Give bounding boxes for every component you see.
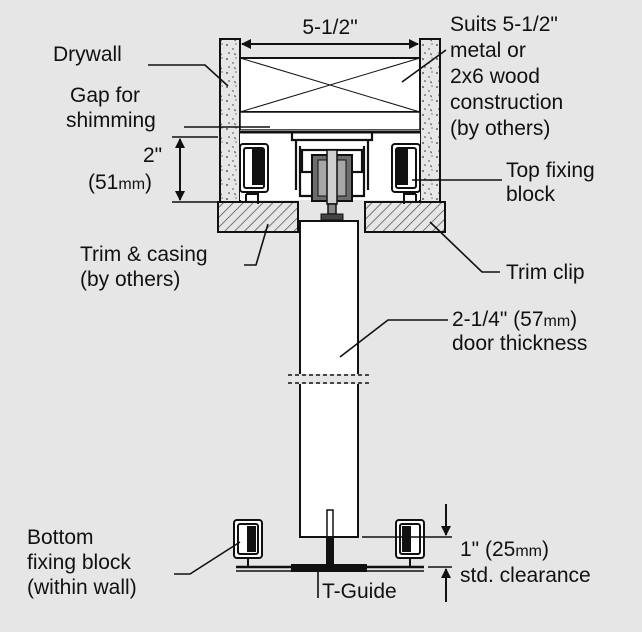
label-suits-line2: metal or bbox=[450, 39, 526, 62]
trim-casing bbox=[217, 193, 446, 233]
dimension-height bbox=[172, 136, 218, 203]
label-width: 5-1/2" bbox=[302, 16, 357, 39]
label-suits-line3: 2x6 wood bbox=[450, 65, 540, 88]
label-clearance-line1: 1" (25mm) bbox=[460, 538, 549, 561]
roller-hanger bbox=[311, 149, 353, 221]
label-bottom-line3: (within wall) bbox=[27, 576, 137, 599]
wall-assembly bbox=[219, 38, 441, 203]
label-height-in: 2" bbox=[143, 144, 162, 167]
label-door-line1: 2-1/4" (57mm) bbox=[452, 308, 577, 331]
label-gap-line2: shimming bbox=[66, 109, 156, 132]
trim-clip-right bbox=[403, 193, 417, 204]
dimension-clearance bbox=[362, 504, 452, 602]
label-clearance-line2: std. clearance bbox=[460, 564, 591, 587]
label-suits-line1: Suits 5-1/2" bbox=[450, 13, 558, 36]
label-height-mm: (51mm) bbox=[88, 171, 152, 194]
leader-door bbox=[339, 319, 448, 358]
leader-trim-clip bbox=[429, 221, 500, 273]
trim-right bbox=[364, 201, 446, 233]
label-suits-line5: (by others) bbox=[450, 117, 550, 140]
leader-lines bbox=[148, 49, 502, 598]
label-trim-line2: (by others) bbox=[80, 268, 180, 291]
trim-clip-left bbox=[245, 193, 259, 204]
label-bottom-line1: Bottom bbox=[27, 526, 94, 549]
drywall-left bbox=[219, 38, 241, 203]
label-bottom-line2: fixing block bbox=[27, 551, 131, 574]
labels: 5-1/2" Drywall Gap for shimming Suits 5-… bbox=[27, 13, 595, 603]
label-gap-line1: Gap for bbox=[70, 84, 140, 107]
top-fixing-block-left bbox=[239, 143, 269, 193]
label-top-block-line1: Top fixing bbox=[506, 159, 595, 182]
label-suits-line4: construction bbox=[450, 91, 563, 114]
drywall-right bbox=[419, 38, 441, 203]
label-door-line2: door thickness bbox=[452, 332, 587, 355]
leader-drywall bbox=[148, 64, 229, 87]
stud-cross-2 bbox=[239, 57, 421, 113]
label-trim-line1: Trim & casing bbox=[80, 243, 208, 266]
bottom-guide-assembly bbox=[233, 519, 425, 572]
label-top-block-line2: block bbox=[506, 183, 556, 206]
label-tguide: T-Guide bbox=[322, 580, 397, 603]
top-fixing-block-right bbox=[391, 143, 421, 193]
leader-bottom-block bbox=[174, 541, 241, 575]
door-panel bbox=[288, 220, 370, 538]
leader-suits bbox=[401, 49, 447, 83]
leader-trim bbox=[244, 223, 269, 266]
trim-left bbox=[217, 201, 299, 233]
label-drywall: Drywall bbox=[53, 43, 122, 66]
label-trim-clip: Trim clip bbox=[506, 261, 585, 284]
